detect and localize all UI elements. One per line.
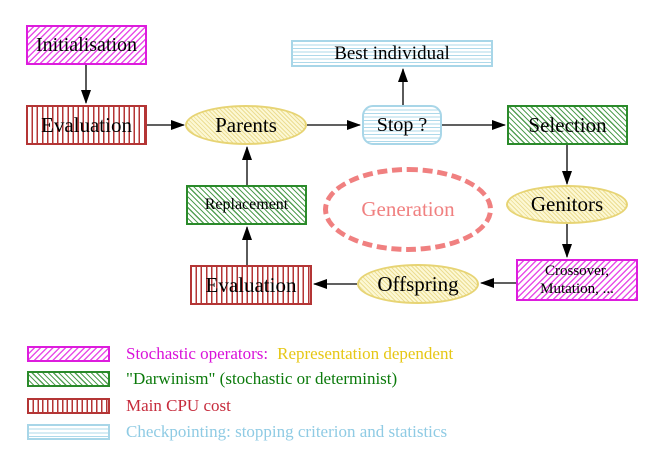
node-genitors: Genitors xyxy=(506,185,628,224)
legend-row-stochastic-operators: Stochastic operators: Representation depe… xyxy=(27,344,454,363)
legend-swatch-red-vertical-stripes xyxy=(27,398,110,414)
node-initialisation: Initialisation xyxy=(26,25,147,65)
node-evaluation-top: Evaluation xyxy=(26,105,147,145)
crossover-line-1: Crossover, xyxy=(545,263,609,279)
node-crossover-mutation: Crossover, Mutation, ... xyxy=(516,259,638,301)
crossover-line-2: Mutation, ... xyxy=(540,281,614,297)
legend-swatch-green-diagonal-hatch xyxy=(27,371,110,387)
legend-row-checkpointing: Checkpointing: stopping criterion and st… xyxy=(27,422,448,441)
legend-row-main-cpu-cost: Main CPU cost xyxy=(27,396,231,415)
legend-label-stochastic-operators: Stochastic operators: xyxy=(126,344,269,363)
node-parents: Parents xyxy=(185,105,307,145)
legend-swatch-blue-horizontal-stripes xyxy=(27,424,110,440)
legend-label-checkpointing: Checkpointing: stopping criterion and st… xyxy=(126,422,448,441)
legend-row-darwinism: "Darwinism" (stochastic or determinist) xyxy=(27,369,398,388)
legend-label-main-cpu-cost: Main CPU cost xyxy=(126,396,231,415)
node-evaluation-bottom: Evaluation xyxy=(190,265,312,305)
node-offspring: Offspring xyxy=(357,264,479,304)
node-selection: Selection xyxy=(507,105,628,145)
node-stop: Stop ? xyxy=(362,105,442,145)
node-best-individual: Best individual xyxy=(291,40,493,67)
node-generation: Generation xyxy=(323,167,493,252)
legend-label-darwinism: "Darwinism" (stochastic or determinist) xyxy=(126,369,398,388)
legend-swatch-magenta-diagonal-hatch xyxy=(27,346,110,362)
legend-label-representation-dependent: Representation dependent xyxy=(277,344,454,363)
node-replacement: Replacement xyxy=(186,185,307,225)
